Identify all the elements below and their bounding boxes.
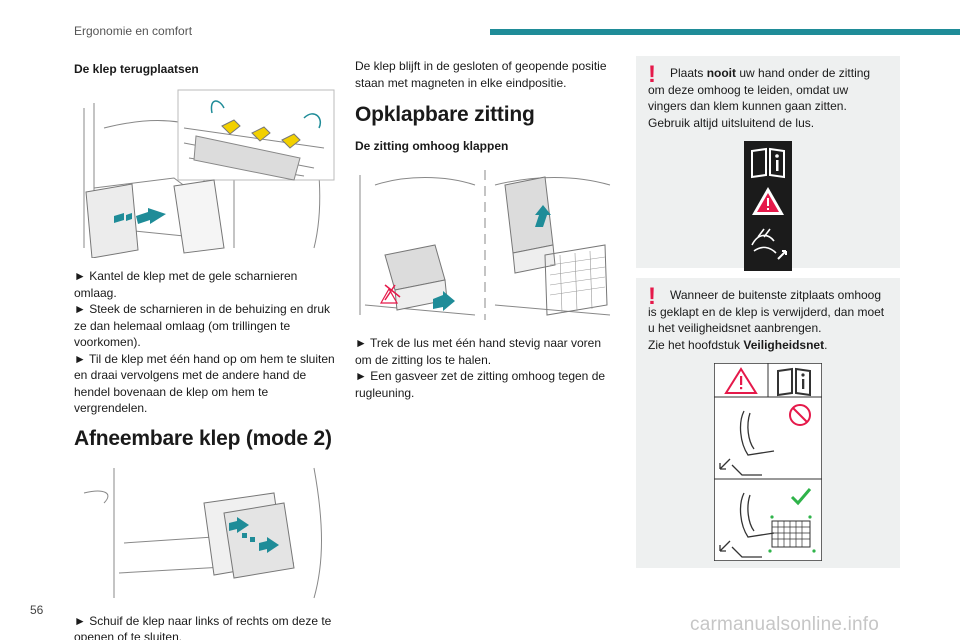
subhead-flap-replace: De klep terugplaatsen <box>74 62 199 76</box>
step-slide-flap: ► Schuif de klep naar links of rechts om… <box>74 613 332 640</box>
column-3: ! Plaats nooit uw hand onder de zitting … <box>636 56 900 568</box>
step-lift-lock: ► Til de klep met één hand op om hem te … <box>74 351 335 416</box>
warning-exclamation-icon: ! <box>648 61 656 88</box>
subhead-fold-seat-up: De zitting omhoog klappen <box>355 139 509 153</box>
flap-magnet-text: De klep blijft in de gesloten of geopend… <box>355 59 607 90</box>
step-gas-spring: ► Een gasveer zet de zitting omhoog tege… <box>355 369 606 400</box>
warning-see-chapter: Zie het hoofdstuk Veiligheidsnet. <box>648 337 828 352</box>
pictogram-safety-net <box>714 363 822 561</box>
illustration-flap-hinges <box>74 88 336 258</box>
warning-box-safety-net: ! Wanneer de buitenste zitplaats omhoog … <box>636 278 900 568</box>
column-1: De klep terugplaatsen ► Kantel de <box>74 56 336 640</box>
pictogram-manual-warning-hand <box>744 141 792 271</box>
page-number: 56 <box>30 603 44 617</box>
section-title-folding-seat: Opklapbare zitting <box>355 103 535 126</box>
warning-exclamation-icon: ! <box>648 283 656 310</box>
warning-loop-text: Gebruik altijd uitsluitend de lus. <box>648 115 815 130</box>
column-2: De klep blijft in de gesloten of geopend… <box>355 56 617 401</box>
warning-hand-text: Plaats nooit uw hand onder de zitting om… <box>648 66 871 113</box>
warning-net-text: Wanneer de buitenste zitplaats omhoog is… <box>648 288 885 335</box>
watermark: carmanualsonline.info <box>690 614 880 635</box>
step-pull-loop: ► Trek de lus met één hand stevig naar v… <box>355 336 602 367</box>
step-insert-hinges: ► Steek de scharnieren in de behuizing e… <box>74 302 331 349</box>
header-section-title: Ergonomie en comfort <box>74 24 193 38</box>
section-title-removable-flap: Afneembare klep (mode 2) <box>74 426 332 450</box>
illustration-seat-fold <box>355 165 617 325</box>
illustration-sliding-flap <box>74 462 336 603</box>
header-accent-bar <box>490 29 960 35</box>
warning-box-hand: ! Plaats nooit uw hand onder de zitting … <box>636 56 900 271</box>
step-tilt-flap: ► Kantel de klep met de gele scharnieren… <box>74 269 298 300</box>
